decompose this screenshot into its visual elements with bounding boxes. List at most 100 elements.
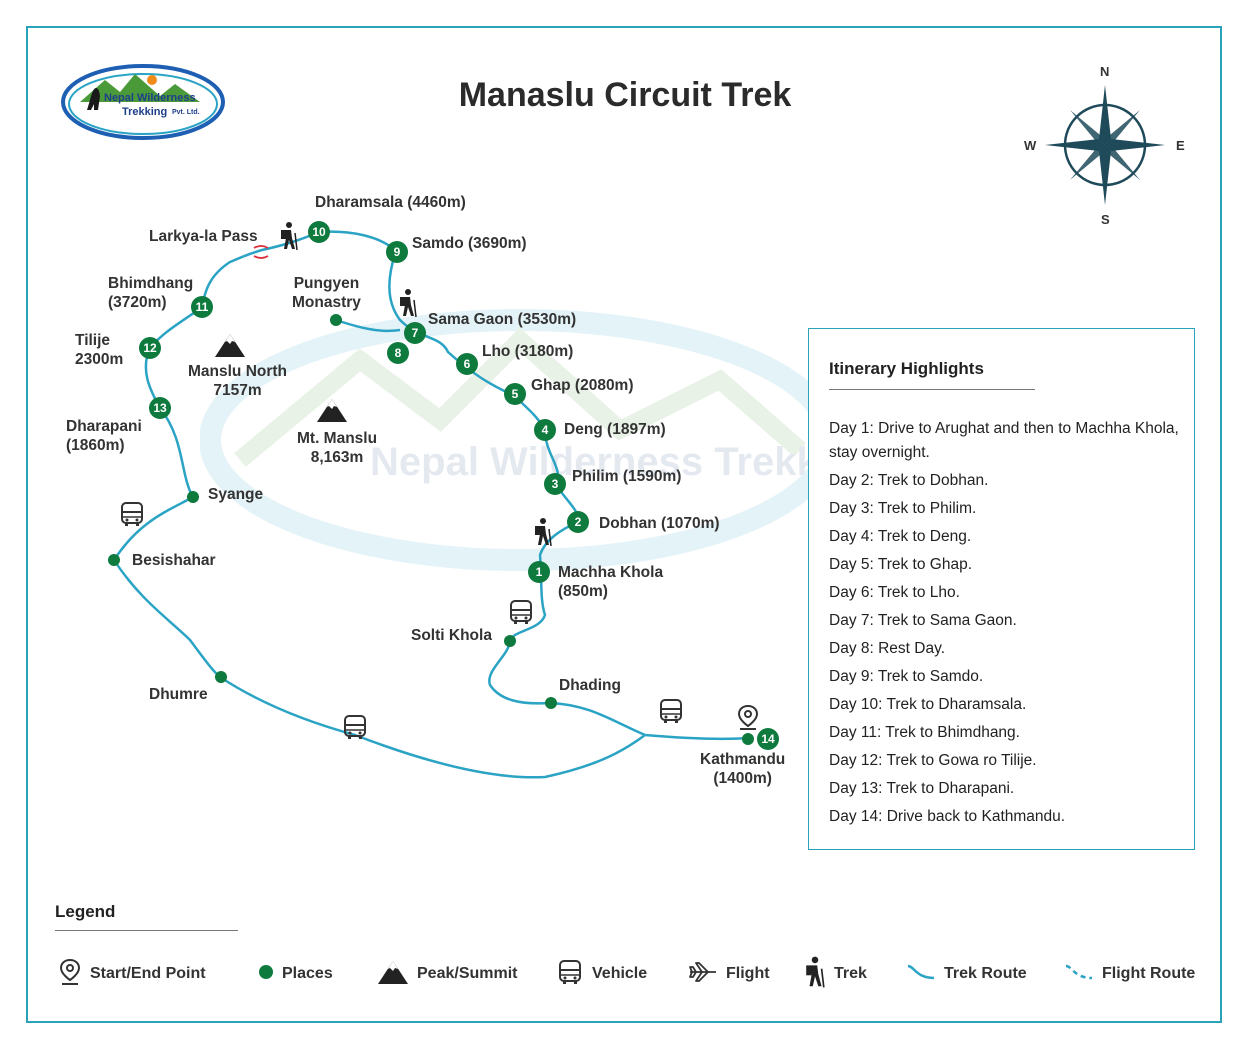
place-dot-besishahar <box>108 554 120 566</box>
place-dot-icon <box>258 964 274 985</box>
place-dot-dhading <box>545 697 557 709</box>
trek-route <box>318 230 750 741</box>
trek-route <box>112 230 646 779</box>
itinerary-day: Day 7: Trek to Sama Gaon. <box>829 612 1017 629</box>
place-label-dhading: Dhading <box>559 677 621 694</box>
trek-icon <box>533 517 553 552</box>
place-label-samdo: Samdo (3690m) <box>412 235 527 252</box>
legend-item-vehicle: Vehicle <box>556 958 648 991</box>
legend-label: Peak/Summit <box>417 965 518 982</box>
compass-south-label: S <box>1101 212 1110 227</box>
compass-west-label: W <box>1024 138 1037 153</box>
itinerary-divider <box>829 389 1035 390</box>
trek-route <box>335 318 401 333</box>
place-label-philim: Philim (1590m) <box>572 468 682 485</box>
legend-label: Vehicle <box>592 965 648 982</box>
legend-label: Trek Route <box>944 965 1027 982</box>
peak-icon <box>377 959 409 990</box>
itinerary-panel: Itinerary Highlights Day 1: Drive to Aru… <box>808 328 1195 850</box>
place-label-sama-gaon: Sama Gaon (3530m) <box>428 311 577 328</box>
legend-divider <box>55 930 238 931</box>
legend-item-start-end: Start/End Point <box>58 958 206 991</box>
trek-icon <box>804 955 826 994</box>
day-marker: 7 <box>404 322 426 344</box>
itinerary-day: Day 13: Trek to Dharapani. <box>829 780 1015 797</box>
day-marker: 3 <box>544 473 566 495</box>
compass-east-label: E <box>1176 138 1185 153</box>
day-marker: 14 <box>757 728 779 750</box>
day-marker: 12 <box>139 337 161 359</box>
itinerary-day: Day 10: Trek to Dharamsala. <box>829 696 1027 713</box>
place-label-deng: Deng (1897m) <box>564 421 666 438</box>
start-end-pin-icon <box>58 958 82 991</box>
place-label-lho: Lho (3180m) <box>482 343 574 360</box>
place-dot-pungyen <box>330 314 342 326</box>
place-dot-kathmandu <box>742 733 754 745</box>
legend-label: Start/End Point <box>90 965 206 982</box>
itinerary-day: Day 14: Drive back to Kathmandu. <box>829 808 1066 825</box>
day-marker: 13 <box>149 397 171 419</box>
place-label-mt-manslu: Mt. Manslu 8,163m <box>297 430 378 466</box>
day-marker: 8 <box>387 342 409 364</box>
day-marker: 5 <box>504 383 526 405</box>
legend-item-trek: Trek <box>804 956 867 988</box>
vehicle-icon <box>556 958 584 991</box>
place-label-tilije: Tilije 2300m <box>75 332 124 368</box>
legend-label: Trek <box>834 965 867 982</box>
itinerary-day: Day 2: Trek to Dobhan. <box>829 472 989 489</box>
trek-icon <box>398 288 418 323</box>
place-label-manslu-north: Manslu North 7157m <box>188 363 288 399</box>
legend-item-trek-route: Trek Route <box>906 960 1027 988</box>
itinerary-day: Day 9: Trek to Samdo. <box>829 668 984 685</box>
start-end-pin-icon <box>736 704 760 735</box>
legend-item-flight: Flight <box>688 960 770 988</box>
day-marker: 10 <box>308 221 330 243</box>
page-title: Manaslu Circuit Trek <box>458 76 792 114</box>
map-frame <box>26 26 1222 1023</box>
itinerary-day: Day 4: Trek to Deng. <box>829 528 972 545</box>
place-label-machha-khola: Machha Khola (850m) <box>558 564 664 600</box>
legend-label: Places <box>282 965 333 982</box>
legend-label: Flight Route <box>1102 965 1196 982</box>
vehicle-icon <box>341 713 369 746</box>
vehicle-icon <box>657 697 685 730</box>
itinerary-day: Day 11: Trek to Bhimdhang. <box>829 724 1020 741</box>
place-dot-solti <box>504 635 516 647</box>
flight-route-icon <box>1064 962 1094 987</box>
logo-line-2: Trekking <box>122 106 168 118</box>
day-marker: 2 <box>567 511 589 533</box>
day-marker: 1 <box>528 561 550 583</box>
logo-line-3: Pvt. Ltd. <box>172 109 200 116</box>
place-label-larkya-la-pass: Larkya-la Pass <box>149 228 258 245</box>
place-label-dharamsala: Dharamsala (4460m) <box>315 194 466 211</box>
itinerary-day: Day 1: Drive to Arughat and then to Mach… <box>829 420 1179 461</box>
place-dot-dhumre <box>215 671 227 683</box>
logo-line-1: Nepal Wilderness <box>104 92 196 104</box>
legend-title: Legend <box>55 902 116 921</box>
itinerary-day: Day 5: Trek to Ghap. <box>829 556 973 573</box>
legend-item-flight-route: Flight Route <box>1064 960 1195 988</box>
itinerary-day: Day 8: Rest Day. <box>829 640 946 657</box>
itinerary-day: Day 6: Trek to Lho. <box>829 584 960 601</box>
airplane-icon <box>688 960 718 989</box>
compass-rose-icon <box>1040 80 1170 210</box>
place-label-dobhan: Dobhan (1070m) <box>599 515 720 532</box>
place-label-besishahar: Besishahar <box>132 552 216 569</box>
day-marker: 6 <box>456 353 478 375</box>
itinerary-day: Day 3: Trek to Philim. <box>829 500 977 517</box>
vehicle-icon <box>118 500 146 533</box>
compass-north-label: N <box>1100 64 1110 79</box>
company-logo: Nepal Wilderness Trekking Pvt. Ltd. <box>60 62 226 142</box>
legend-item-places: Places <box>258 960 333 988</box>
place-label-pungyen-monastry: Pungyen Monastry <box>292 275 361 311</box>
vehicle-icon <box>507 598 535 631</box>
peak-icon <box>214 332 246 363</box>
place-label-bhimdhang: Bhimdhang (3720m) <box>108 275 194 311</box>
day-marker: 9 <box>386 241 408 263</box>
legend-label: Flight <box>726 965 770 982</box>
trek-route-icon <box>906 962 936 987</box>
peak-icon <box>316 397 348 428</box>
legend-item-peak: Peak/Summit <box>377 960 517 988</box>
place-label-solti-khola: Solti Khola <box>411 627 492 644</box>
trek-icon <box>279 221 299 256</box>
